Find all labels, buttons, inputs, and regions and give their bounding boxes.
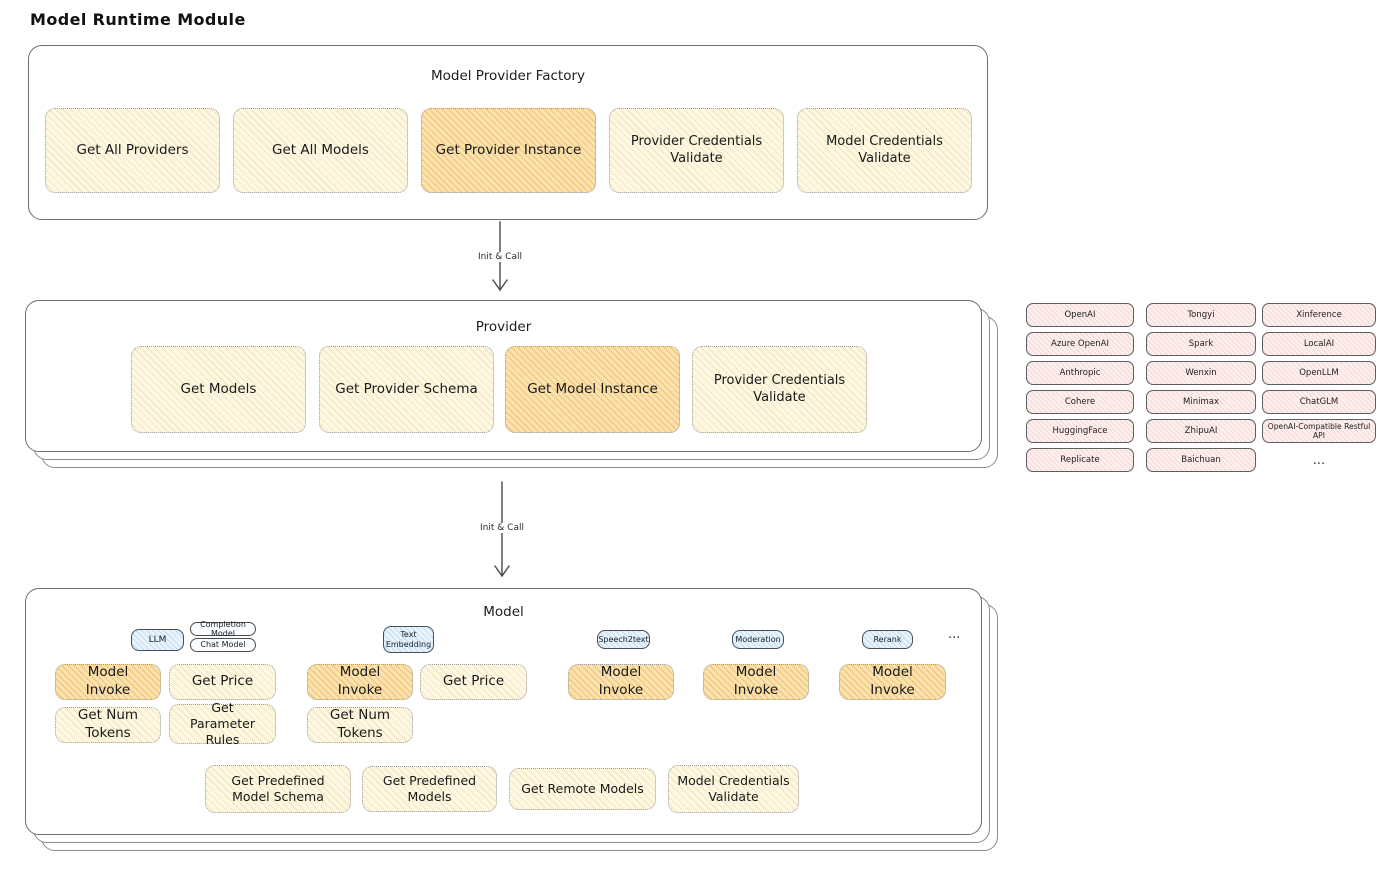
init-call-label-1: Init & Call bbox=[473, 252, 527, 262]
provider-chip-chatglm: ChatGLM bbox=[1262, 390, 1376, 414]
badge-text-embedding: Text Embedding bbox=[383, 626, 434, 653]
provider-chip-azure-openai: Azure OpenAI bbox=[1026, 332, 1134, 356]
node-get-remote-models: Get Remote Models bbox=[509, 768, 656, 810]
node-get-all-models: Get All Models bbox=[233, 108, 408, 193]
provider-title: Provider bbox=[475, 319, 532, 335]
model-title: Model bbox=[483, 604, 524, 620]
node-get-provider-instance: Get Provider Instance bbox=[421, 108, 596, 193]
init-call-label-2: Init & Call bbox=[475, 523, 529, 533]
node-model-credentials-validate: Model Credentials Validate bbox=[797, 108, 972, 193]
provider-chip-zhipuai: ZhipuAI bbox=[1146, 419, 1256, 443]
provider-chip-spark: Spark bbox=[1146, 332, 1256, 356]
provider-chip-openai: OpenAI bbox=[1026, 303, 1134, 327]
node-get-predefined-model-schema: Get Predefined Model Schema bbox=[205, 765, 351, 813]
badge-llm: LLM bbox=[131, 629, 184, 651]
providers-column-2: Tongyi Spark Wenxin Minimax ZhipuAI Baic… bbox=[1146, 303, 1256, 472]
provider-chip-tongyi: Tongyi bbox=[1146, 303, 1256, 327]
node-llm-get-num-tokens: Get Num Tokens bbox=[55, 707, 161, 743]
providers-ellipsis: ... bbox=[1312, 452, 1326, 468]
factory-title: Model Provider Factory bbox=[430, 68, 585, 84]
provider-chip-anthropic: Anthropic bbox=[1026, 361, 1134, 385]
node-get-model-instance: Get Model Instance bbox=[505, 346, 680, 433]
provider-chip-xinference: Xinference bbox=[1262, 303, 1376, 327]
node-provider-credentials-validate-2: Provider Credentials Validate bbox=[692, 346, 867, 433]
node-get-all-providers: Get All Providers bbox=[45, 108, 220, 193]
badge-completion-model: Completion Model bbox=[190, 620, 256, 638]
provider-chip-cohere: Cohere bbox=[1026, 390, 1134, 414]
node-provider-credentials-validate: Provider Credentials Validate bbox=[609, 108, 784, 193]
provider-box: Provider Get Models Get Provider Schema … bbox=[25, 300, 982, 452]
node-get-models: Get Models bbox=[131, 346, 306, 433]
badge-chat-model: Chat Model bbox=[190, 638, 256, 652]
node-llm-get-price: Get Price bbox=[169, 664, 276, 700]
node-speech2text-model-invoke: Model Invoke bbox=[568, 664, 674, 700]
node-get-predefined-models: Get Predefined Models bbox=[362, 766, 497, 812]
provider-chip-wenxin: Wenxin bbox=[1146, 361, 1256, 385]
badge-moderation: Moderation bbox=[732, 630, 784, 649]
provider-chip-minimax: Minimax bbox=[1146, 390, 1256, 414]
node-embedding-model-invoke: Model Invoke bbox=[307, 664, 413, 700]
badge-rerank: Rerank bbox=[862, 630, 913, 649]
page-title: Model Runtime Module bbox=[30, 10, 246, 29]
provider-chip-localai: LocalAI bbox=[1262, 332, 1376, 356]
provider-chip-huggingface: HuggingFace bbox=[1026, 419, 1134, 443]
provider-chip-openai-compatible: OpenAI-Compatible Restful API bbox=[1262, 419, 1376, 443]
node-llm-get-parameter-rules: Get Parameter Rules bbox=[169, 700, 276, 747]
model-types-ellipsis: ... bbox=[948, 627, 961, 642]
node-embedding-get-price: Get Price bbox=[420, 664, 527, 700]
node-get-provider-schema: Get Provider Schema bbox=[319, 346, 494, 433]
providers-column-3: Xinference LocalAI OpenLLM ChatGLM OpenA… bbox=[1262, 303, 1376, 472]
factory-box: Model Provider Factory Get All Providers… bbox=[28, 45, 988, 220]
provider-chip-baichuan: Baichuan bbox=[1146, 448, 1256, 472]
provider-chip-replicate: Replicate bbox=[1026, 448, 1134, 472]
node-embedding-get-num-tokens: Get Num Tokens bbox=[307, 707, 413, 743]
provider-chip-openllm: OpenLLM bbox=[1262, 361, 1376, 385]
model-box: Model LLM Completion Model Chat Model Te… bbox=[25, 588, 982, 835]
node-llm-model-invoke: Model Invoke bbox=[55, 664, 161, 700]
node-rerank-model-invoke: Model Invoke bbox=[839, 664, 946, 700]
providers-column-1: OpenAI Azure OpenAI Anthropic Cohere Hug… bbox=[1026, 303, 1134, 472]
badge-speech2text: Speech2text bbox=[597, 630, 650, 649]
node-moderation-model-invoke: Model Invoke bbox=[703, 664, 809, 700]
node-model-credentials-validate-2: Model Credentials Validate bbox=[668, 765, 799, 813]
